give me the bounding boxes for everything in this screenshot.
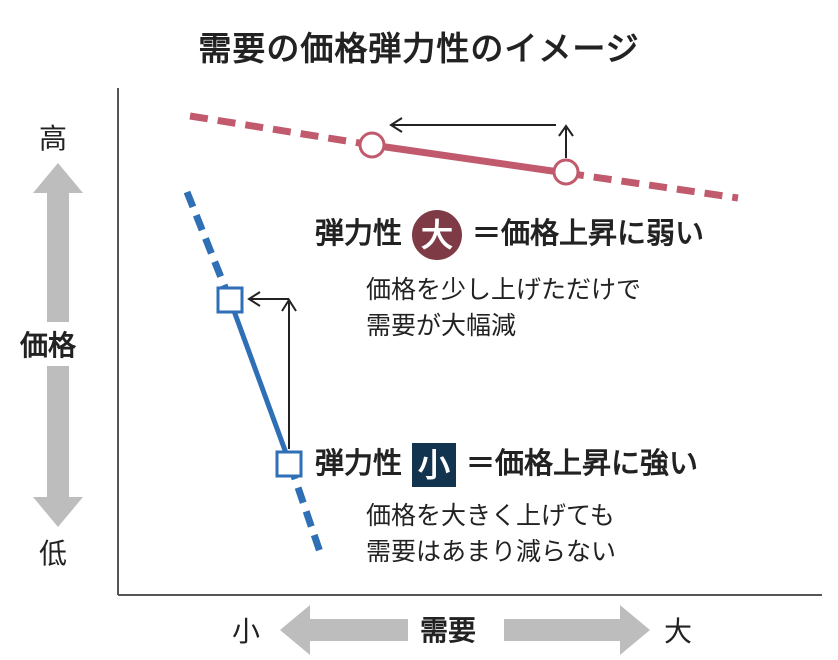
inelastic-badge: 小	[412, 443, 457, 487]
inelastic-heading: 弾力性小 ＝価格上昇に強い	[315, 440, 698, 487]
elastic-heading-prefix: 弾力性	[315, 216, 403, 250]
elastic-point-after	[358, 131, 386, 159]
y-double-arrow	[18, 163, 98, 527]
elastic-shift-arrows	[389, 117, 574, 158]
elastic-heading: 弾力性大 ＝価格上昇に弱い	[315, 210, 704, 260]
x-axis-label: 需要	[420, 614, 477, 647]
inelastic-shift-arrows	[247, 291, 297, 449]
inelastic-point-before	[275, 450, 303, 478]
x-axis-large-label: 大	[664, 615, 693, 648]
x-double-arrow	[280, 605, 650, 655]
inelastic-desc-line1: 価格を大きく上げても	[366, 501, 615, 530]
inelastic-heading-prefix: 弾力性	[315, 446, 403, 480]
inelastic-desc-line2: 需要はあまり減らない	[366, 537, 617, 566]
elastic-desc-line2: 需要が大幅減	[366, 311, 517, 340]
elastic-point-before	[552, 158, 580, 186]
inelastic-demand-line	[183, 190, 324, 554]
inelastic-heading-suffix: ＝価格上昇に強い	[466, 446, 699, 480]
elastic-badge: 大	[412, 210, 463, 260]
inelastic-point-after	[216, 286, 244, 314]
inelastic-description: 価格を大きく上げても 需要はあまり減らない	[366, 498, 616, 570]
elastic-description: 価格を少し上げただけで 需要が大幅減	[366, 272, 641, 344]
y-axis-label: 価格	[20, 329, 77, 362]
diagram-title: 需要の価格弾力性のイメージ	[198, 29, 640, 68]
x-axis-small-label: 小	[232, 615, 261, 648]
y-axis-low-label: 低	[39, 537, 68, 570]
elastic-heading-suffix: ＝価格上昇に弱い	[472, 216, 705, 250]
y-axis-high-label: 高	[39, 122, 68, 155]
elastic-demand-line	[189, 112, 739, 202]
elastic-desc-line1: 価格を少し上げただけで	[366, 275, 642, 304]
